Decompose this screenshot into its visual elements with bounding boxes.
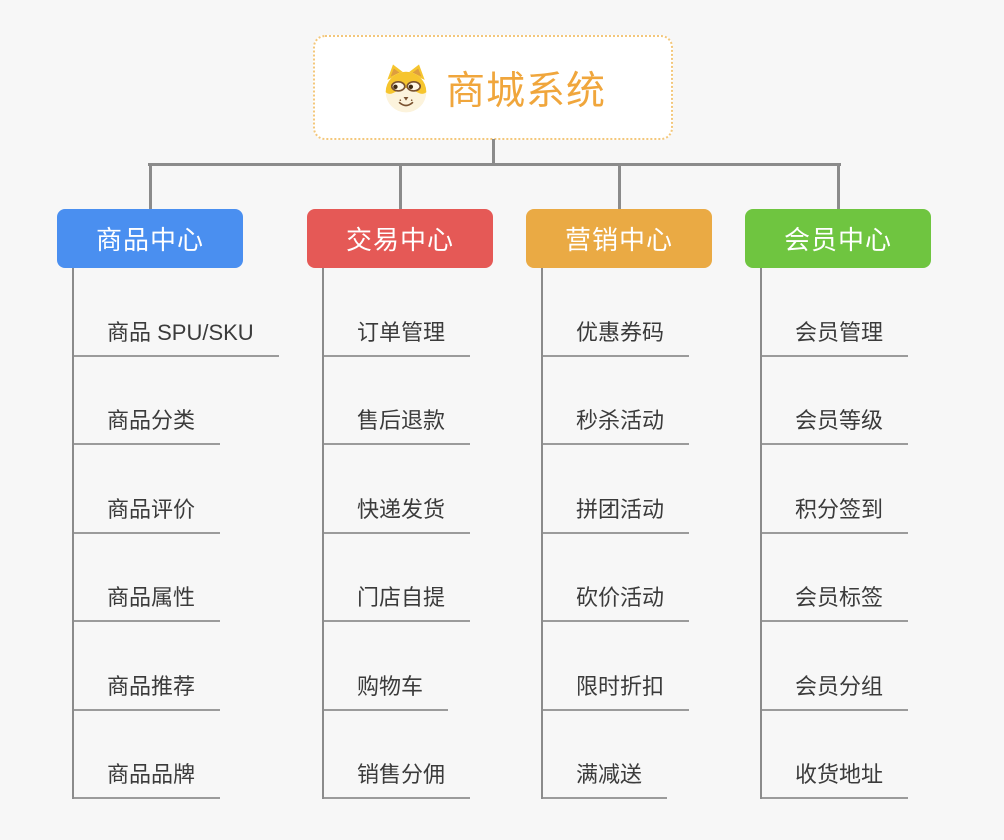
connector-branch-drop <box>398 165 402 209</box>
leaf-row: 售后退款 <box>324 357 471 445</box>
leaf-topic[interactable]: 砍价活动 <box>543 580 690 622</box>
leaf-topic[interactable]: 商品属性 <box>74 580 221 622</box>
leaf-row: 砍价活动 <box>543 534 690 622</box>
leaf-row: 订单管理 <box>324 268 471 357</box>
leaf-row: 会员等级 <box>762 357 909 445</box>
dog-face-icon <box>385 63 427 112</box>
branch-label: 营销中心 <box>564 225 673 255</box>
leaf-topic[interactable]: 收货地址 <box>762 757 909 799</box>
leaf-topic[interactable]: 商品分类 <box>74 403 221 445</box>
leaf-row: 商品 SPU/SKU <box>74 268 279 357</box>
leaf-topic[interactable]: 购物车 <box>324 669 449 711</box>
leaf-topic[interactable]: 积分签到 <box>762 492 909 534</box>
leaf-row: 商品分类 <box>74 357 279 445</box>
branch-children: 优惠券码秒杀活动拼团活动砍价活动限时折扣满减送 <box>541 268 690 799</box>
branch-children: 商品 SPU/SKU 商品分类商品评价商品属性商品推荐商品品牌 <box>72 268 279 799</box>
leaf-topic[interactable]: 商品品牌 <box>74 757 221 799</box>
branch-label: 交易中心 <box>345 225 454 255</box>
connector-bus <box>148 163 841 166</box>
leaf-topic[interactable]: 优惠券码 <box>543 315 690 357</box>
connector-root-drop <box>492 139 495 166</box>
leaf-row: 限时折扣 <box>543 622 690 711</box>
branch-label: 会员中心 <box>783 225 892 255</box>
branch-children: 订单管理售后退款快递发货门店自提购物车销售分佣 <box>322 268 471 799</box>
branch-1: 交易中心 订单管理售后退款快递发货门店自提购物车销售分佣 <box>307 165 493 799</box>
connector-branch-drop <box>617 165 621 209</box>
leaf-row: 商品推荐 <box>74 622 279 711</box>
leaf-row: 快递发货 <box>324 445 471 534</box>
branch-2: 营销中心 优惠券码秒杀活动拼团活动砍价活动限时折扣满减送 <box>526 165 712 799</box>
leaf-topic[interactable]: 会员管理 <box>762 315 909 357</box>
leaf-row: 拼团活动 <box>543 445 690 534</box>
leaf-row: 商品品牌 <box>74 711 279 799</box>
branch-children: 会员管理会员等级积分签到会员标签会员分组收货地址 <box>760 268 909 799</box>
branch-topic[interactable]: 营销中心 <box>526 209 712 268</box>
leaf-row: 门店自提 <box>324 534 471 622</box>
leaf-row: 商品属性 <box>74 534 279 622</box>
root-topic[interactable]: 商城系统 <box>313 35 673 140</box>
leaf-topic[interactable]: 限时折扣 <box>543 669 690 711</box>
leaf-topic[interactable]: 秒杀活动 <box>543 403 690 445</box>
leaf-row: 会员管理 <box>762 268 909 357</box>
leaf-topic[interactable]: 会员标签 <box>762 580 909 622</box>
connector-branch-drop <box>836 165 840 209</box>
leaf-topic[interactable]: 商品评价 <box>74 492 221 534</box>
leaf-row: 商品评价 <box>74 445 279 534</box>
leaf-topic[interactable]: 门店自提 <box>324 580 471 622</box>
leaf-row: 满减送 <box>543 711 689 799</box>
leaf-topic[interactable]: 商品 SPU/SKU <box>74 315 279 357</box>
leaf-row: 积分签到 <box>762 445 909 534</box>
branch-topic[interactable]: 商品中心 <box>57 209 243 268</box>
leaf-topic[interactable]: 销售分佣 <box>324 757 471 799</box>
branch-label: 商品中心 <box>95 225 204 255</box>
leaf-topic[interactable]: 快递发货 <box>324 492 471 534</box>
branch-topic[interactable]: 交易中心 <box>307 209 493 268</box>
leaf-row: 秒杀活动 <box>543 357 690 445</box>
leaf-topic[interactable]: 会员等级 <box>762 403 909 445</box>
leaf-row: 优惠券码 <box>543 268 690 357</box>
leaf-row: 会员标签 <box>762 534 909 622</box>
root-title: 商城系统 <box>445 69 606 113</box>
leaf-row: 购物车 <box>324 622 470 711</box>
leaf-topic[interactable]: 拼团活动 <box>543 492 690 534</box>
leaf-topic[interactable]: 售后退款 <box>324 403 471 445</box>
leaf-topic[interactable]: 订单管理 <box>324 315 471 357</box>
leaf-topic[interactable]: 满减送 <box>543 757 668 799</box>
branch-3: 会员中心 会员管理会员等级积分签到会员标签会员分组收货地址 <box>745 165 931 799</box>
leaf-row: 会员分组 <box>762 622 909 711</box>
branch-topic[interactable]: 会员中心 <box>745 209 931 268</box>
connector-branch-drop <box>148 165 152 209</box>
leaf-topic[interactable]: 会员分组 <box>762 669 909 711</box>
leaf-row: 收货地址 <box>762 711 909 799</box>
leaf-topic[interactable]: 商品推荐 <box>74 669 221 711</box>
branch-0: 商品中心 商品 SPU/SKU 商品分类商品评价商品属性商品推荐商品品牌 <box>57 165 279 799</box>
leaf-row: 销售分佣 <box>324 711 471 799</box>
